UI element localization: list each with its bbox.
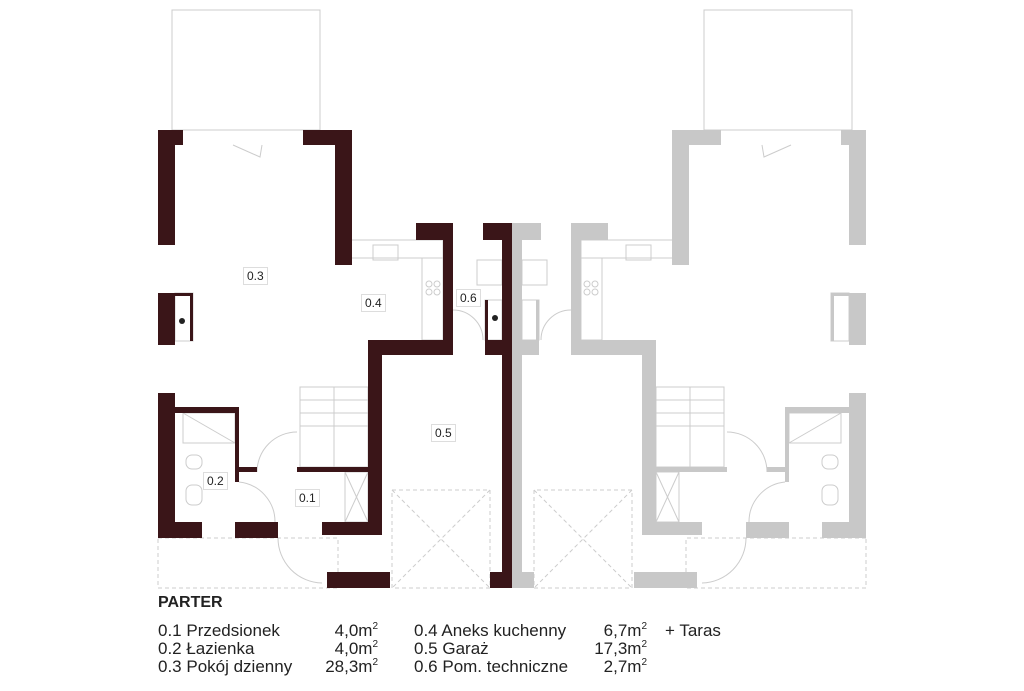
room-label-0-2: 0.2 bbox=[203, 472, 228, 490]
room-label-0-1: 0.1 bbox=[295, 489, 320, 507]
legend-title: PARTER bbox=[158, 594, 223, 611]
fixture-icons bbox=[179, 315, 498, 324]
legend-extra-terrace: + Taras bbox=[665, 621, 721, 640]
room-label-0-3: 0.3 bbox=[243, 267, 268, 285]
boiler-icon bbox=[179, 318, 185, 324]
room-label-0-6: 0.6 bbox=[456, 289, 481, 307]
room-label-0-5: 0.5 bbox=[431, 424, 456, 442]
boiler-icon bbox=[492, 315, 498, 321]
room-label-0-4: 0.4 bbox=[361, 294, 386, 312]
neighbor-house-plan bbox=[511, 9, 867, 589]
room-legend: PARTER 0.1 Przedsionek 4,0m2 0.2 Łazienk… bbox=[158, 594, 721, 676]
